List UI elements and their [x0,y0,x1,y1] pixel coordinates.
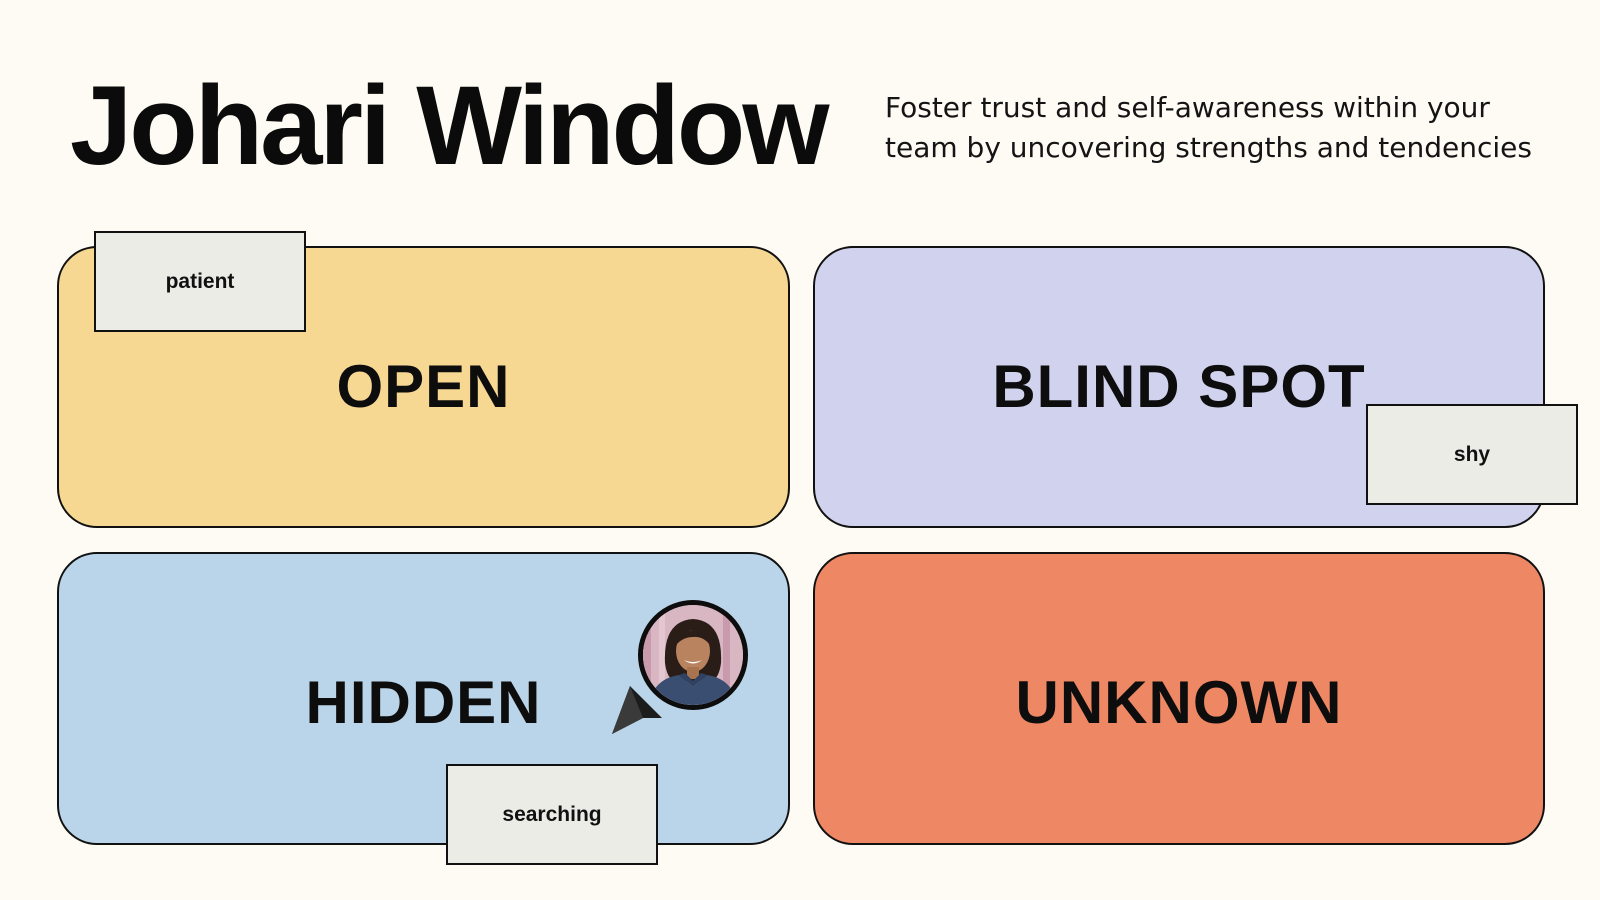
sticky-note-text: patient [165,269,235,293]
sticky-note-patient[interactable]: patient [94,231,306,332]
quadrant-unknown[interactable]: UNKNOWN [813,552,1545,845]
quadrant-hidden-label: HIDDEN [305,668,542,736]
sticky-note-shy[interactable]: shy [1366,404,1578,505]
cursor-arrow-icon [612,686,662,734]
page-title: Johari Window [70,63,829,188]
collaborator-avatar [638,600,748,710]
avatar-portrait-icon [643,605,743,705]
page-subtitle: Foster trust and self-awareness within y… [885,91,1532,164]
quadrant-blind-spot-label: BLIND SPOT [992,353,1366,420]
sticky-note-text: shy [1453,442,1491,466]
quadrant-open-label: OPEN [336,353,511,420]
quadrant-unknown-label: UNKNOWN [1015,668,1343,736]
sticky-note-searching[interactable]: searching [446,764,658,865]
sticky-note-text: searching [502,802,602,826]
quadrant-hidden[interactable]: HIDDEN [57,552,790,845]
